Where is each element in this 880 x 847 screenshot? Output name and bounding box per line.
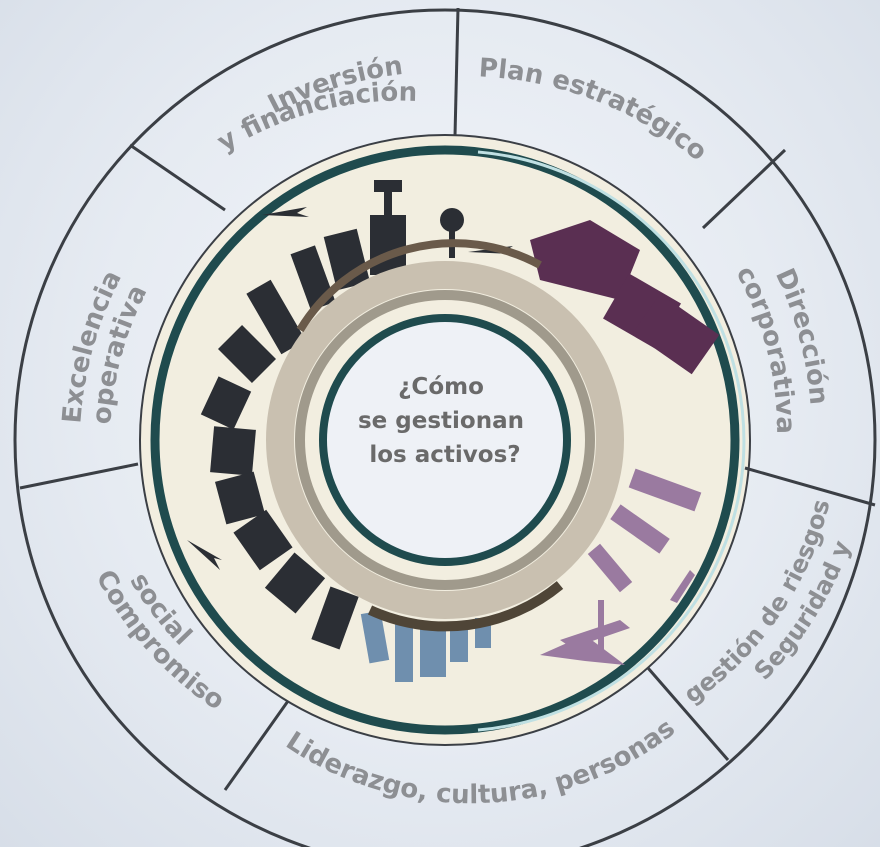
divider-left bbox=[19, 462, 139, 490]
inner-beige-ring bbox=[266, 261, 624, 619]
outer-ring bbox=[13, 8, 877, 847]
divider-top-left bbox=[129, 143, 226, 212]
divider-bottom-right bbox=[646, 667, 730, 761]
center-question: ¿Cómo se gestionan los activos? bbox=[358, 374, 532, 468]
skyline-purple bbox=[530, 220, 720, 375]
center-line-2: se gestionan bbox=[358, 408, 524, 434]
city-skyline bbox=[187, 180, 720, 682]
teal-ring bbox=[150, 145, 740, 735]
divider-top-right bbox=[701, 148, 787, 230]
light-arc bbox=[477, 150, 746, 732]
center-line-3: los activos? bbox=[369, 442, 520, 468]
divider-top bbox=[453, 7, 460, 137]
center-disc bbox=[319, 314, 571, 566]
inner-grey-ring bbox=[295, 290, 595, 590]
divider-bottom-left bbox=[223, 700, 290, 791]
segment-dividers bbox=[19, 7, 876, 791]
divider-right bbox=[744, 466, 876, 507]
center-line-1: ¿Cómo bbox=[398, 374, 484, 400]
skyline-lilac bbox=[540, 468, 702, 665]
inner-brown-arc-top bbox=[296, 239, 542, 333]
inner-brown-arc-bottom bbox=[367, 581, 564, 632]
skyline-dark bbox=[187, 180, 513, 650]
